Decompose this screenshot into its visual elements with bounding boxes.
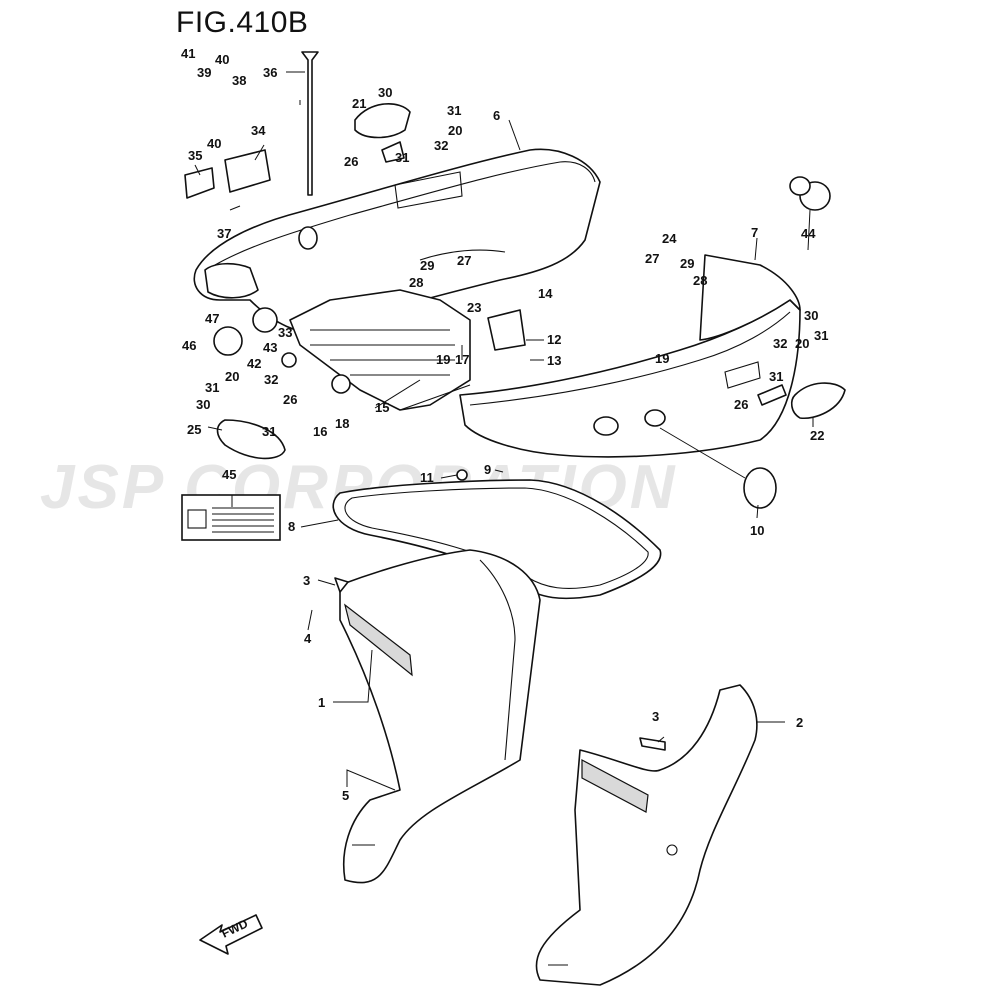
callout-28: 28 — [409, 275, 423, 290]
bracket-assembly-15 — [289, 289, 471, 411]
callout-31-f: 31 — [262, 424, 276, 439]
callout-22: 22 — [810, 428, 824, 443]
caution-label-45 — [181, 494, 281, 541]
callout-38: 38 — [232, 73, 246, 88]
callout-32-b: 32 — [773, 336, 787, 351]
callout-7: 7 — [751, 225, 758, 240]
callout-26: 26 — [344, 154, 358, 169]
callout-31: 31 — [447, 103, 461, 118]
callout-labels: 41 39 40 38 40 36 34 35 37 21 30 31 20 3… — [181, 46, 828, 803]
fwd-arrow-icon: FWD — [199, 914, 263, 955]
callout-6: 6 — [493, 108, 500, 123]
callout-26-b: 26 — [734, 397, 748, 412]
callout-27-b: 27 — [645, 251, 659, 266]
grommet-44 — [789, 176, 831, 211]
callout-29: 29 — [420, 258, 434, 273]
callout-31-e: 31 — [205, 380, 219, 395]
callout-37: 37 — [217, 226, 231, 241]
callout-16: 16 — [313, 424, 327, 439]
callout-5: 5 — [342, 788, 349, 803]
callout-20: 20 — [448, 123, 462, 138]
callout-28-b: 28 — [693, 273, 707, 288]
callout-39: 39 — [197, 65, 211, 80]
callout-31-d: 31 — [769, 369, 783, 384]
callout-33: 33 — [278, 325, 292, 340]
callout-8: 8 — [288, 519, 295, 534]
callout-18: 18 — [335, 416, 349, 431]
callout-13: 13 — [547, 353, 561, 368]
lower-cover-2 — [535, 684, 758, 986]
callout-31-b: 31 — [395, 150, 409, 165]
callout-20-b: 20 — [795, 336, 809, 351]
callout-23: 23 — [467, 300, 481, 315]
callout-30-c: 30 — [196, 397, 210, 412]
callout-1: 1 — [318, 695, 325, 710]
callout-14: 14 — [538, 286, 553, 301]
callout-15: 15 — [375, 400, 389, 415]
callout-43: 43 — [263, 340, 277, 355]
callout-32: 32 — [434, 138, 448, 153]
lower-cover-1 — [339, 549, 541, 884]
callout-25: 25 — [187, 422, 201, 437]
callout-19: 19 — [655, 351, 669, 366]
callout-26-c: 26 — [283, 392, 297, 407]
callout-9: 9 — [484, 462, 491, 477]
upper-side-cover-6 — [193, 148, 601, 334]
callout-42: 42 — [247, 356, 261, 371]
callout-34: 34 — [251, 123, 266, 138]
callout-24: 24 — [662, 231, 677, 246]
callout-44: 44 — [801, 226, 816, 241]
callout-27: 27 — [457, 253, 471, 268]
callout-40: 40 — [215, 52, 229, 67]
figure-title: FIG.410B — [176, 6, 309, 39]
callout-31-c: 31 — [814, 328, 828, 343]
callout-35: 35 — [188, 148, 202, 163]
seal-ring-8 — [332, 479, 662, 600]
callout-47: 47 — [205, 311, 219, 326]
callout-30: 30 — [378, 85, 392, 100]
callout-3-b: 3 — [652, 709, 659, 724]
callout-29-b: 29 — [680, 256, 694, 271]
callout-10: 10 — [750, 523, 764, 538]
callout-40-lower: 40 — [207, 136, 221, 151]
callout-32-c: 32 — [264, 372, 278, 387]
small-hardware — [184, 103, 846, 751]
grommet-10 — [743, 467, 777, 509]
callout-11: 11 — [420, 470, 434, 485]
callout-46: 46 — [182, 338, 196, 353]
callout-19-b: 19 — [436, 352, 450, 367]
side-cover-7 — [459, 254, 801, 458]
callout-20-c: 20 — [225, 369, 239, 384]
callout-3: 3 — [303, 573, 310, 588]
callout-45: 45 — [222, 467, 236, 482]
leader-lines — [194, 71, 814, 791]
callout-41: 41 — [181, 46, 195, 61]
callout-30-b: 30 — [804, 308, 818, 323]
callout-2: 2 — [796, 715, 803, 730]
stay-rod-36 — [301, 51, 319, 196]
callout-21: 21 — [352, 96, 366, 111]
callout-4: 4 — [304, 631, 312, 646]
callout-17: 17 — [455, 352, 469, 367]
callout-36: 36 — [263, 65, 277, 80]
callout-12: 12 — [547, 332, 561, 347]
